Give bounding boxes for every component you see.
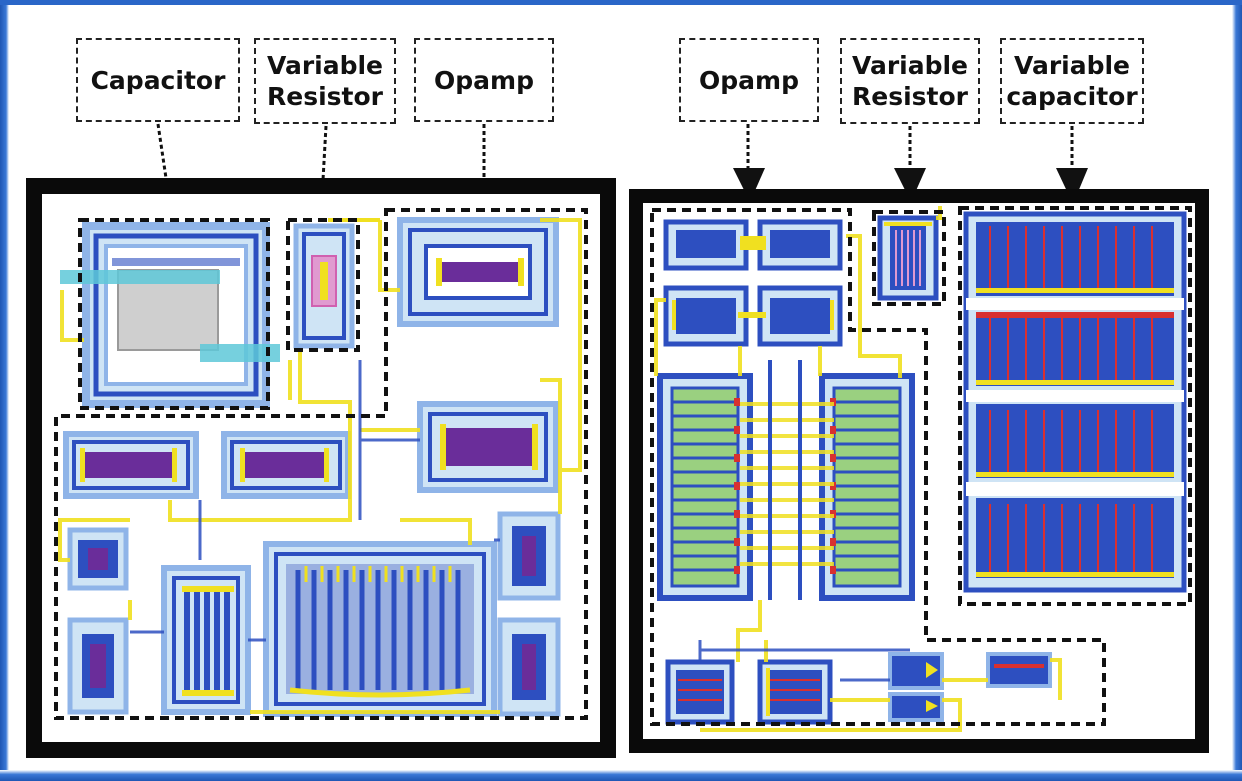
bottom-transistor-3 (888, 652, 944, 722)
small-transistor-left-1 (67, 527, 129, 591)
blue-wires-left (130, 360, 500, 642)
capacitor-array-left (263, 541, 497, 717)
variable-resistor-right-block (877, 215, 939, 301)
group-capacitor (78, 218, 270, 410)
arrows-left (156, 123, 486, 181)
center-blue-rails (768, 360, 802, 600)
label-capacitor: Capacitor (76, 38, 240, 122)
transistor-pair-left-1 (63, 431, 199, 499)
variable-resistor-left-block (293, 218, 380, 349)
bottom-transistor-1 (665, 659, 735, 725)
label-variable-resistor-right: Variable Resistor (840, 38, 980, 124)
capacitor-block (60, 222, 280, 408)
capacitor-cell-2 (976, 312, 1174, 386)
left-chip (26, 178, 616, 758)
capacitor-cell-1 (976, 222, 1174, 296)
resistor-array-left (161, 565, 251, 715)
arrow-line-variable-resistor-left (321, 125, 328, 181)
right-chip (629, 189, 1209, 753)
opamp-right-column-right (819, 373, 915, 601)
arrowhead-variable-capacitor (1056, 168, 1088, 204)
groups-right (650, 206, 1192, 726)
bottom-transistor-2 (757, 659, 833, 725)
opamp-left-mid-block (417, 401, 559, 493)
capacitor-cell-3 (976, 404, 1174, 478)
group-variable-resistor-right (872, 210, 946, 306)
blue-wires-right (698, 640, 910, 682)
bottom-border (0, 770, 1242, 781)
small-transistor-left-4 (497, 617, 561, 717)
label-opamp-left: Opamp (414, 38, 554, 122)
group-opamp-right (650, 208, 1106, 726)
arrow-line-capacitor (156, 123, 168, 179)
arrowhead-variable-resistor-right (894, 168, 926, 202)
capacitor-cell-4 (976, 498, 1174, 578)
groups-left (54, 208, 588, 720)
top-border (0, 0, 1242, 5)
group-variable-capacitor (958, 206, 1192, 606)
arrowheads-right (733, 168, 1088, 204)
label-variable-capacitor: Variable capacitor (1000, 38, 1144, 124)
group-variable-resistor-left (286, 218, 360, 352)
wires-left (58, 218, 582, 714)
small-transistor-left-3 (497, 511, 561, 601)
bus-between-columns (740, 402, 834, 566)
arrows-right (746, 124, 1074, 168)
label-variable-resistor-left: Variable Resistor (254, 38, 396, 124)
group-opamp-left (54, 208, 588, 720)
opamp-left-top-block (397, 217, 559, 327)
wires-right (654, 206, 1062, 732)
transistor-pair-left-2 (221, 431, 351, 499)
opamp-right-column-left (657, 373, 753, 601)
arrowhead-opamp-right (733, 168, 765, 202)
bottom-transistor-4 (986, 652, 1052, 688)
variable-capacitor-bank (963, 211, 1187, 593)
small-transistor-left-2 (67, 617, 129, 715)
opamp-right-input-pairs (663, 219, 843, 347)
label-opamp-right: Opamp (679, 38, 819, 122)
